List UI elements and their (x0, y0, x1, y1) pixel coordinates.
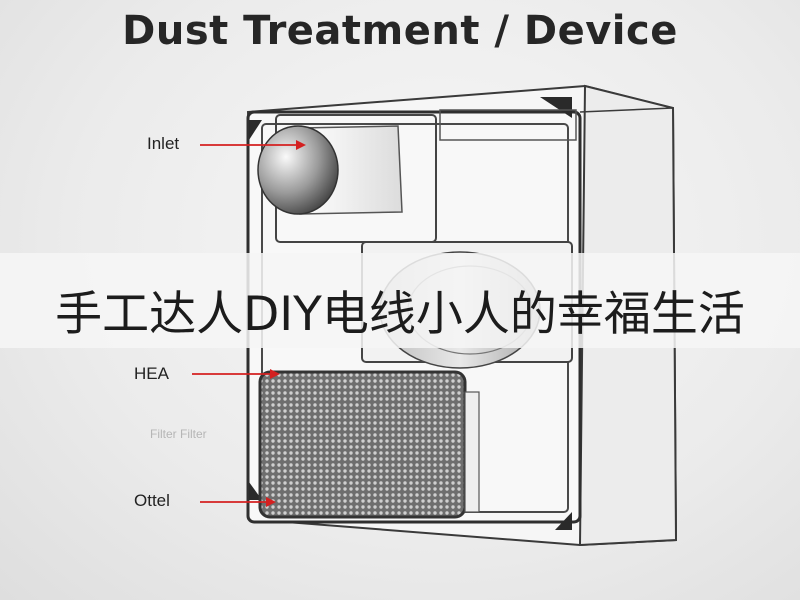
watermark-banner (0, 253, 800, 348)
hepa-filter (258, 370, 480, 519)
corner-brackets (249, 97, 572, 530)
ottel-label: Ottel (134, 491, 170, 510)
filter-label: Filter Filter (150, 427, 207, 441)
inlet-pipe (257, 125, 339, 215)
diagram-title: Dust Treatment / Device (122, 8, 678, 54)
watermark-text: 手工达人DIY电线小人的幸福生活 (55, 287, 745, 342)
inlet-label: Inlet (147, 134, 180, 153)
hea-label: HEA (134, 364, 169, 383)
annotation-arrows (192, 140, 306, 507)
